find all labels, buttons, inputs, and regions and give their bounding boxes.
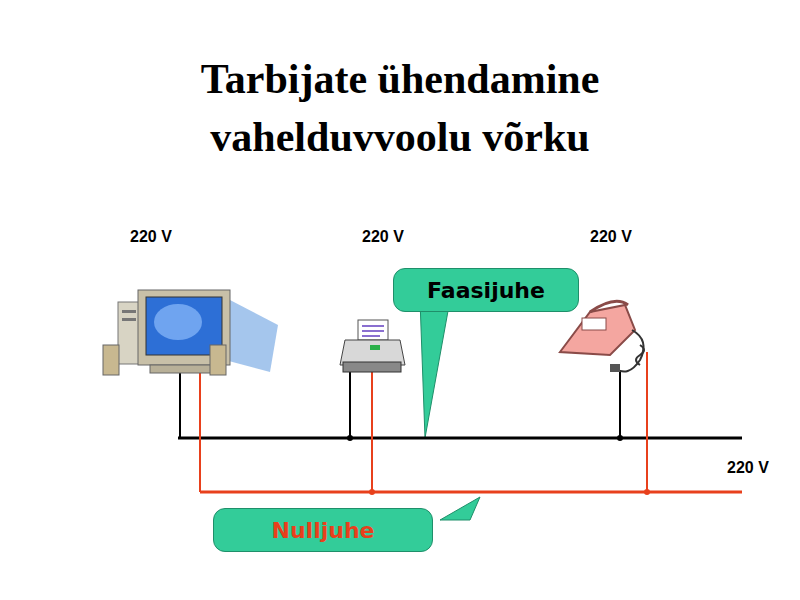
voltage-label: 220 V — [590, 228, 632, 246]
callout-text: Nulljuhe — [272, 518, 375, 543]
phase-wire — [178, 437, 742, 440]
iron-icon — [560, 301, 644, 372]
diagram-title: Tarbijate ühendamine vahelduvvoolu võrku — [0, 50, 800, 166]
junction-dot — [347, 435, 353, 441]
printer-icon — [340, 320, 405, 372]
phase-wire — [349, 372, 351, 438]
neutral-wire — [200, 491, 742, 494]
junction-dot — [369, 489, 375, 495]
computer-icon — [103, 290, 278, 375]
neutral-wire — [371, 355, 373, 492]
callout-text: Faasijuhe — [427, 278, 545, 303]
phase-wire — [619, 370, 621, 438]
voltage-label: 220 V — [362, 228, 404, 246]
junction-dot — [617, 435, 623, 441]
callout-tail — [440, 497, 480, 520]
neutral-wire — [199, 355, 201, 492]
callout-bubble: Nulljuhe — [213, 508, 433, 552]
neutral-wire — [646, 352, 648, 492]
callout-tail — [420, 300, 450, 438]
callout-bubble: Faasijuhe — [393, 268, 579, 312]
junction-dot — [644, 489, 650, 495]
voltage-label: 220 V — [130, 228, 172, 246]
voltage-label: 220 V — [727, 459, 769, 477]
